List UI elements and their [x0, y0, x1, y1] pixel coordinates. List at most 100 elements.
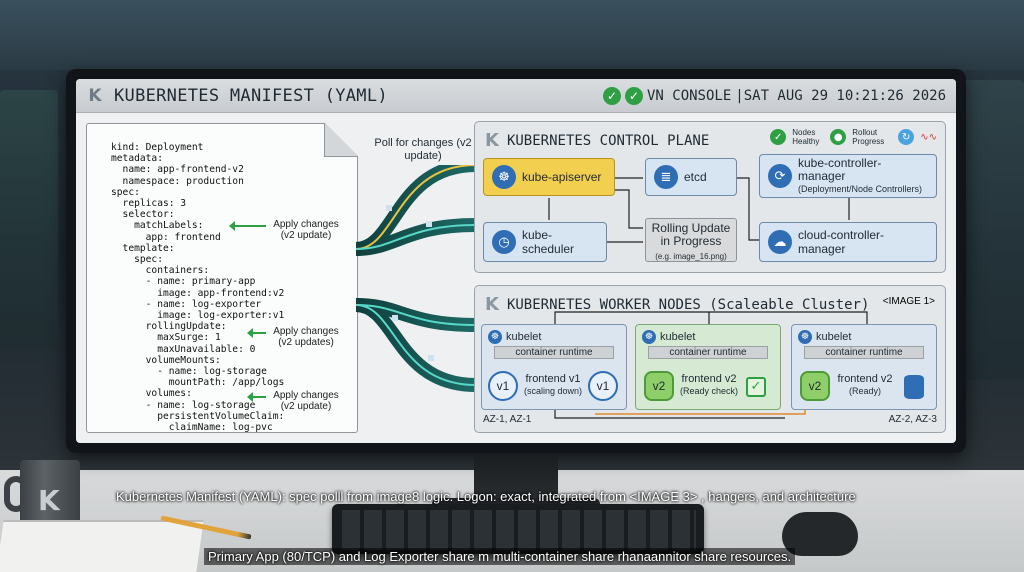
yaml-line: - name: primary-app: [111, 276, 256, 288]
sync-pipes-diagram: [356, 165, 476, 392]
rolling-update-title: Rolling Update in Progress: [651, 221, 731, 248]
kubelet-label: kubelet: [506, 331, 542, 343]
worker-nodes-title: KUBERNETES WORKER NODES (Scaleable Clust…: [506, 296, 870, 313]
yaml-line: spec:: [111, 186, 140, 198]
pod-label: frontend v2 (Ready check): [674, 373, 744, 397]
pod-name: frontend v2: [681, 373, 737, 385]
yaml-line: - name: log-storage: [111, 399, 256, 411]
apply-changes-annotation: Apply changes (v2 update): [273, 219, 339, 241]
yaml-line: maxUnavailable: 0: [111, 343, 256, 355]
kube-apiserver-label: kube-apiserver: [522, 170, 602, 184]
worker-node-3[interactable]: ☸ kubelet container runtime v2 frontend …: [791, 324, 937, 410]
worker-nodes-header: K KUBERNETES WORKER NODES (Scaleable Clu…: [485, 294, 869, 315]
kube-scheduler-label: kube-scheduler: [522, 228, 575, 256]
kube-scheduler-box[interactable]: ◷ kube-scheduler: [483, 222, 607, 262]
notebook: [0, 520, 204, 572]
kubernetes-logo-icon: K: [88, 85, 102, 106]
caption-top: Kubernetes Manifest (YAML): spec polll f…: [116, 489, 856, 504]
worker-node-1[interactable]: ☸ kubelet container runtime v1 frontend …: [481, 324, 627, 410]
rolling-update-sub: (e.g. image_16.png): [655, 252, 727, 261]
yaml-line: replicas: 3: [111, 198, 187, 210]
arrow-icon: [247, 392, 266, 402]
helm-wheel-icon: ☸: [488, 330, 502, 344]
caption-bottom: Primary App (80/TCP) and Log Exporter sh…: [204, 548, 796, 565]
yaml-line: maxSurge: 1: [111, 332, 221, 344]
control-plane-title: KUBERNETES CONTROL PLANE: [506, 132, 710, 149]
yaml-line: containers:: [111, 265, 210, 277]
etcd-box[interactable]: ≣ etcd: [645, 158, 737, 196]
check-icon: ✓: [624, 86, 643, 105]
page-fold-icon: [324, 123, 358, 157]
yaml-line: mountPath: /app/logs: [111, 377, 285, 389]
ready-check-icon: ✓: [746, 377, 766, 397]
control-plane-header: K KUBERNETES CONTROL PLANE: [485, 130, 709, 151]
yaml-line: spec:: [111, 254, 163, 266]
controller-manager-sub: (Deployment/Node Controllers): [798, 183, 923, 194]
pod-status: (Ready): [848, 386, 881, 396]
check-icon: ✓: [602, 86, 621, 105]
pod-status: (Ready check): [679, 386, 739, 396]
keyboard-keys: [340, 510, 696, 550]
yaml-line: image: log-exporter:v1: [111, 310, 285, 322]
arrow-icon: [247, 328, 266, 338]
pod-name: frontend v2: [837, 373, 893, 385]
cloud-controller-box[interactable]: ☁ cloud-controller-manager: [759, 222, 937, 262]
yaml-line: selector:: [111, 209, 175, 221]
sync-icon: ↻: [898, 129, 915, 145]
worker-node-2[interactable]: ☸ kubelet container runtime v2 frontend …: [635, 324, 781, 410]
cloud-controller-label: cloud-controller-manager: [798, 228, 885, 256]
helm-wheel-icon: ☸: [798, 330, 812, 344]
background-window: [0, 0, 1024, 70]
pulse-icon: ∿∿: [920, 131, 937, 143]
control-plane-connectors: [548, 177, 850, 243]
controller-manager-text: kube-controller-manager (Deployment/Node…: [798, 156, 928, 196]
yaml-line: persistentVolumeClaim:: [111, 410, 285, 422]
kubernetes-logo-icon: K: [38, 484, 60, 517]
kubelet-row: ☸ kubelet: [642, 330, 695, 344]
yaml-line: volumeMounts:: [111, 354, 221, 366]
cloud-icon: ☁: [768, 230, 792, 254]
pod-label: frontend v2 (Ready): [830, 373, 900, 397]
legend-rollout-progress: Rollout Progress: [852, 128, 885, 146]
poll-label: Poll for changes (v2 update): [374, 137, 472, 162]
database-icon: [904, 375, 924, 399]
kubernetes-logo-icon: K: [485, 130, 499, 151]
monitor-screen: K KUBERNETES MANIFEST (YAML) ✓ ✓ VN CONS…: [76, 79, 956, 443]
background-monitor-left: [0, 90, 58, 350]
worker-nodes-panel: K KUBERNETES WORKER NODES (Scaleable Clu…: [474, 285, 946, 433]
etcd-label: etcd: [684, 170, 707, 184]
clock-icon: ◷: [492, 230, 516, 254]
availability-zone-label: AZ-1, AZ-1: [483, 414, 532, 425]
pod-v1: v1: [588, 371, 618, 401]
pod-v1: v1: [488, 371, 518, 401]
window-title: KUBERNETES MANIFEST (YAML): [114, 85, 388, 106]
check-icon: ✓: [770, 129, 787, 145]
yaml-line: metadata:: [111, 153, 163, 165]
yaml-line: image: app-frontend:v2: [111, 287, 285, 299]
progress-icon: ●: [830, 129, 847, 145]
kube-apiserver-box[interactable]: ☸ kube-apiserver: [483, 158, 615, 196]
yaml-line: matchLabels:: [111, 220, 204, 232]
pod-label: frontend v1 (scaling down): [518, 373, 588, 397]
yaml-line: kind: Deployment: [111, 142, 204, 153]
worker-connectors: [554, 311, 868, 419]
container-runtime-label: container runtime: [648, 346, 768, 359]
rolling-update-status: Rolling Update in Progress (e.g. image_1…: [645, 218, 737, 262]
kubelet-row: ☸ kubelet: [488, 330, 541, 344]
pod-status: (scaling down): [523, 386, 583, 396]
yaml-line: - name: log-storage: [111, 366, 267, 378]
controller-manager-box[interactable]: ⟳ kube-controller-manager (Deployment/No…: [759, 154, 937, 198]
status-area: ✓ ✓ VN CONSOLE |SAT AUG 29 10:21:26 2026: [602, 86, 946, 105]
controller-icon: ⟳: [768, 164, 792, 188]
kubernetes-logo-icon: K: [485, 294, 499, 315]
database-icon: ≣: [654, 165, 678, 189]
yaml-line: name: app-frontend-v2: [111, 164, 244, 176]
container-runtime-label: container runtime: [494, 346, 614, 359]
monitor-stand: [474, 453, 558, 503]
console-label: VN CONSOLE: [646, 87, 732, 104]
yaml-line: app: frontend: [111, 231, 221, 243]
yaml-line: namespace: production: [111, 175, 244, 187]
pod-name: frontend v1: [525, 373, 581, 385]
